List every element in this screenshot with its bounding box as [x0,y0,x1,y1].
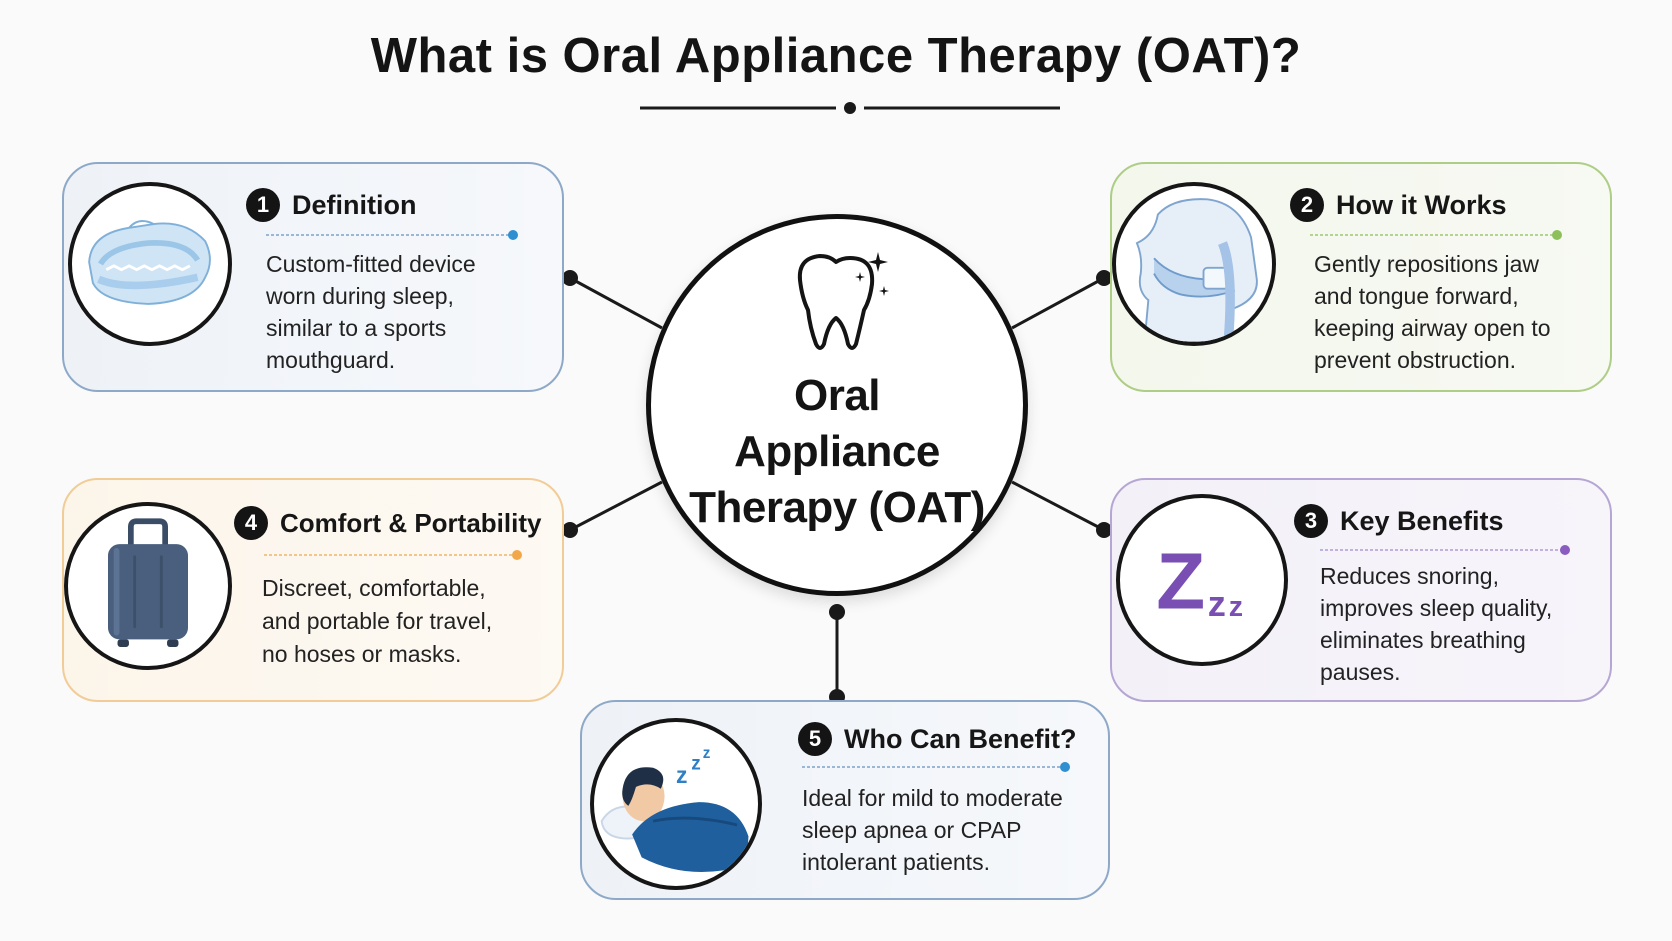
who-can-benefit-title: Who Can Benefit? [844,723,1077,754]
key-benefits-title: Key Benefits [1340,505,1504,536]
central-hub-circle [646,214,1028,596]
step-number-badge: 1 [246,188,280,222]
definition-title: Definition [292,189,417,220]
hub-title: Oral Appliance Therapy (OAT) [646,368,1028,536]
step-number-badge: 5 [798,722,832,756]
how-it-works-heading: 2 How it Works [1290,188,1507,222]
step-number-badge: 4 [234,506,268,540]
step-number-badge: 3 [1294,504,1328,538]
who-can-benefit-accent-rule [802,762,1070,772]
title-divider [640,102,1060,114]
zzz-sleep-icon: Z z z [1116,494,1288,666]
svg-text:z: z [703,745,711,762]
svg-text:z: z [691,754,701,775]
comfort-portability-text: Discreet, comfortable, and portable for … [262,575,493,667]
comfort-portability-title: Comfort & Portability [280,507,542,538]
key-benefits-text: Reduces snoring, improves sleep quality,… [1320,563,1553,685]
hub-title-line-2: Appliance [734,427,940,476]
svg-text:z: z [676,762,687,788]
step-number-badge: 2 [1290,188,1324,222]
comfort-portability-accent-rule [264,550,522,560]
hub-title-line-1: Oral [793,371,881,420]
suitcase-icon [64,502,232,670]
key-benefits-accent-rule [1320,545,1570,555]
definition-accent-rule [266,230,518,240]
key-benefits-heading: 3 Key Benefits [1294,504,1504,538]
tooth-sparkle-icon [797,252,889,350]
comfort-portability-heading: 4 Comfort & Portability [234,506,541,540]
jaw-airway-icon [1112,182,1276,346]
how-it-works-title: How it Works [1336,189,1507,220]
who-can-benefit-text: Ideal for mild to moderate sleep apnea o… [802,785,1063,875]
svg-text:z: z [1208,583,1226,624]
how-it-works-text: Gently repositions jaw and tongue forwar… [1314,251,1551,373]
how-it-works-accent-rule [1310,230,1562,240]
page-title: What is Oral Appliance Therapy (OAT)? [370,29,1302,83]
mouthguard-icon [68,182,232,346]
svg-text:z: z [1229,591,1243,623]
who-can-benefit-heading: 5 Who Can Benefit? [798,722,1076,756]
svg-text:Z: Z [1156,536,1205,626]
sleeping-person-icon: z z z [590,718,762,890]
definition-text: Custom-fitted device worn during sleep, … [266,251,476,373]
definition-heading: 1 Definition [246,188,416,222]
hub-title-line-3: Therapy (OAT) [689,483,985,532]
